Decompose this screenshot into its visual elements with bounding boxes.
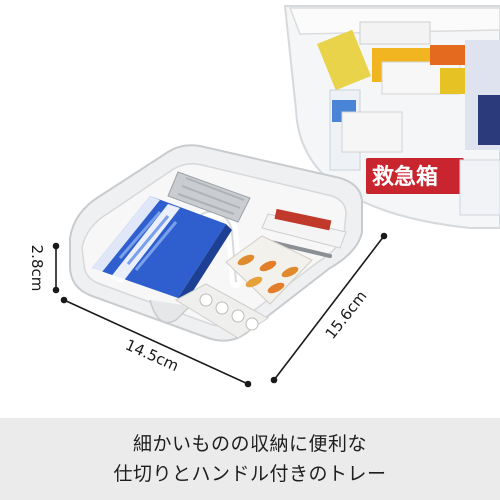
box-label: 救急箱 xyxy=(372,164,438,190)
capsule-pack xyxy=(225,235,313,305)
tray-illustration: 救急箱 xyxy=(28,5,500,388)
foil-packs xyxy=(167,171,251,223)
tweezers xyxy=(260,208,347,258)
product-photo: 救急箱 xyxy=(28,5,500,388)
storage-box: 救急箱 xyxy=(283,5,500,229)
caption-line-2: 仕切りとハンドル付きのトレー xyxy=(113,463,387,485)
caption-line-1: 細かいものの収納に便利な xyxy=(132,433,367,455)
depth-dimension: 15.6cm xyxy=(322,287,371,342)
dimension-lines xyxy=(52,232,388,388)
height-dimension: 2.8cm xyxy=(28,245,46,292)
width-dimension: 14.5cm xyxy=(123,336,182,375)
bandage-box xyxy=(92,196,232,302)
caption-banner: 細かいものの収納に便利な 仕切りとハンドル付きのトレー xyxy=(0,418,500,500)
tablet-pack xyxy=(174,283,269,339)
